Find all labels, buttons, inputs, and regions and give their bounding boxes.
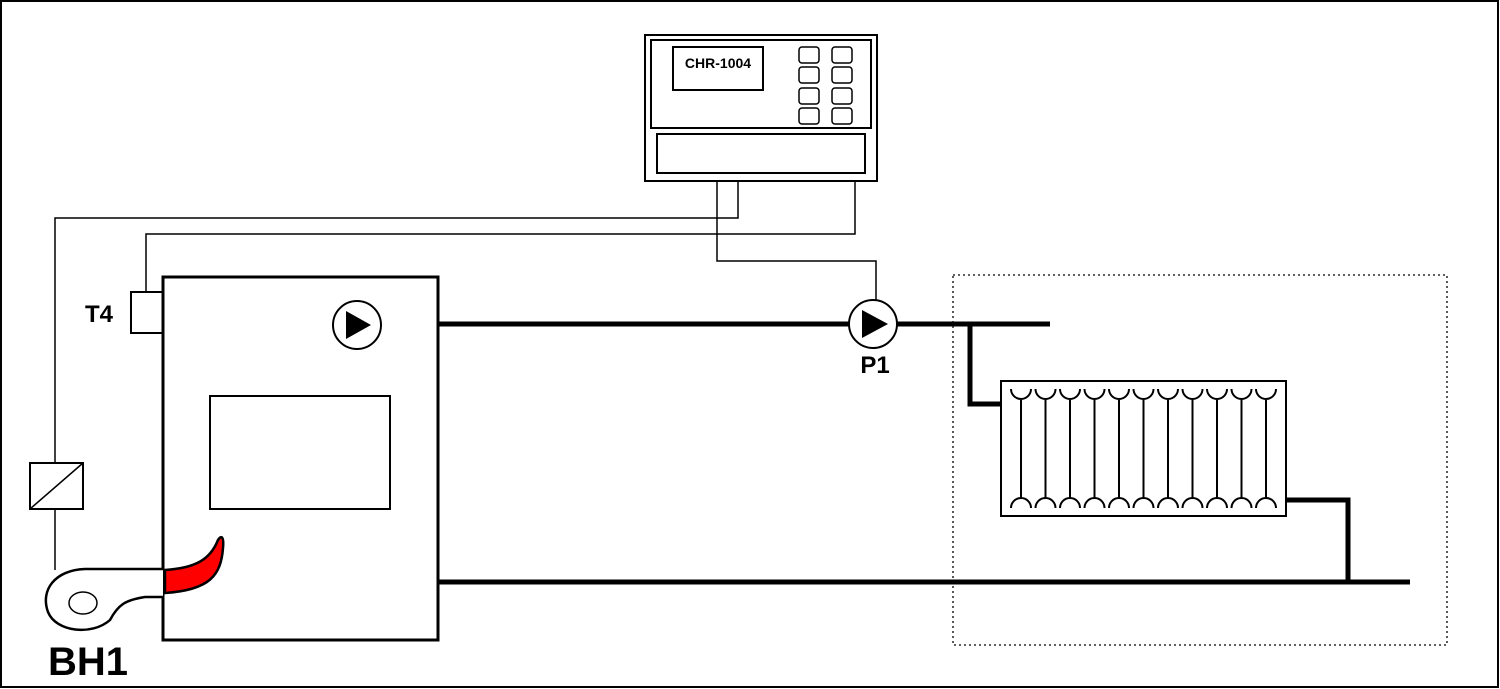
controller-display xyxy=(672,46,764,91)
radiator-section xyxy=(1132,388,1155,509)
controller-button xyxy=(831,46,853,64)
flame-icon xyxy=(163,536,225,595)
radiator-outlet-pipe xyxy=(1286,497,1351,582)
controller-button xyxy=(798,87,820,105)
heated-zone-boundary xyxy=(952,274,1448,646)
radiator-section xyxy=(1181,388,1204,509)
controller-button xyxy=(831,66,853,84)
controller-terminal-strip xyxy=(656,133,866,174)
burner-label: BH1 xyxy=(48,640,128,684)
burner xyxy=(44,536,225,632)
controller-button xyxy=(798,66,820,84)
radiator-section xyxy=(1108,388,1130,509)
radiator-section xyxy=(1034,388,1057,509)
radiator-section xyxy=(1157,388,1179,509)
pump-label: P1 xyxy=(860,352,889,379)
radiator-section xyxy=(1059,388,1081,509)
controller-button xyxy=(831,87,853,105)
radiator xyxy=(1000,380,1287,517)
controller-button xyxy=(798,107,820,125)
radiator-inlet-pipe xyxy=(967,324,1001,407)
sensor-label: T4 xyxy=(85,301,114,328)
radiator-section xyxy=(1230,388,1253,509)
boiler-window xyxy=(209,395,391,510)
wire-sensor-t4 xyxy=(145,181,856,292)
relay-box xyxy=(29,462,84,510)
boiler xyxy=(161,275,440,642)
control-wires xyxy=(54,181,877,570)
radiator-section xyxy=(1083,388,1106,509)
radiator-section xyxy=(1010,388,1032,509)
controller-model-label: CHR-1004 xyxy=(685,55,751,71)
wire-pump-p1 xyxy=(716,181,877,300)
radiator-section xyxy=(1255,388,1277,509)
controller-button xyxy=(798,46,820,64)
wire-burner xyxy=(54,181,739,463)
controller-button xyxy=(831,107,853,125)
pipes xyxy=(438,321,1410,585)
boiler-pump-icon xyxy=(332,300,382,350)
controller: CHR-1004 xyxy=(644,34,878,182)
radiator-section xyxy=(1206,388,1228,509)
pump-p1-icon xyxy=(848,299,898,349)
controller-buttons xyxy=(798,46,853,125)
